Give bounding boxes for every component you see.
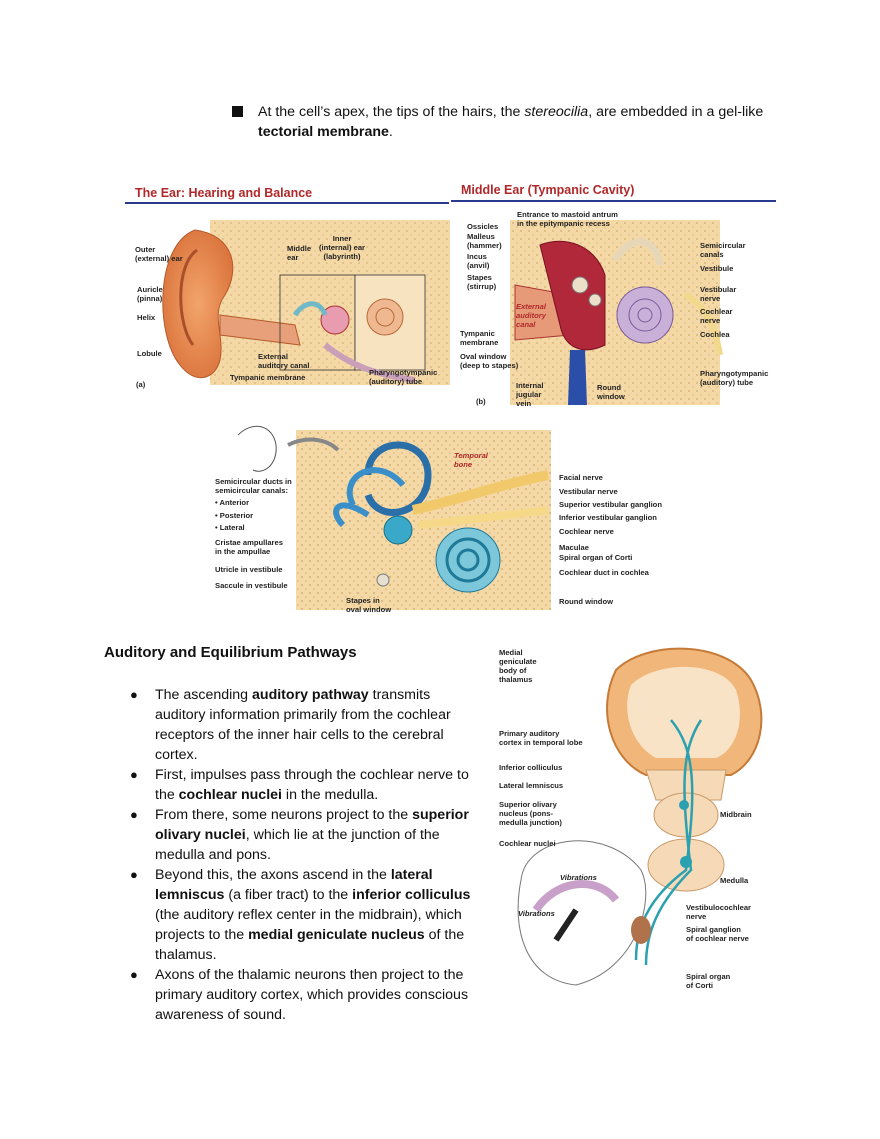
- label-facial-nerve: Facial nerve: [559, 473, 603, 482]
- label-inner-ear: Inner (internal) ear (labyrinth): [319, 234, 365, 261]
- label-cristae-ampullares: Cristae ampullares in the ampullae: [215, 538, 283, 556]
- label-outer-ear: Outer (external) ear: [135, 245, 183, 263]
- label-pharyngotympanic-tube-b: Pharyngotympanic (auditory) tube: [700, 369, 769, 387]
- label-tympanic-membrane: Tympanic membrane: [230, 373, 306, 382]
- label-lateral: • Lateral: [215, 523, 245, 532]
- label-panel-a: (a): [136, 380, 146, 389]
- list-item: From there, some neurons project to the …: [155, 807, 469, 823]
- list-item-line: projects to the medial geniculate nucleu…: [155, 927, 465, 943]
- label-saccule: Saccule in vestibule: [215, 581, 288, 590]
- bullet-dot-icon: ●: [130, 967, 138, 982]
- label-semicircular-canals: Semicircular canals: [700, 241, 746, 259]
- label-internal-jugular-vein: Internal jugular vein: [516, 381, 544, 408]
- label-cochlear-duct: Cochlear duct in cochlea: [559, 568, 649, 577]
- label-temporal-bone: Temporal bone: [454, 451, 488, 469]
- list-item-line: medulla and pons.: [155, 847, 271, 863]
- bullet-dot-icon: ●: [130, 867, 138, 882]
- label-round-window: Round window: [559, 597, 613, 606]
- figure-a-rule: [125, 202, 449, 204]
- label-ossicles: Ossicles: [467, 222, 499, 231]
- label-external-auditory-canal: External auditory canal: [258, 352, 310, 370]
- label-spiral-ganglion: Spiral ganglion of cochlear nerve: [686, 925, 749, 943]
- label-utricle: Utricle in vestibule: [215, 565, 283, 574]
- list-item-line: awareness of sound.: [155, 1007, 286, 1023]
- list-item-line: the cochlear nuclei in the medulla.: [155, 787, 379, 803]
- square-bullet-icon: [232, 106, 243, 117]
- label-cochlea: Cochlea: [700, 330, 730, 339]
- figure-b-title: Middle Ear (Tympanic Cavity): [461, 183, 635, 197]
- label-cochlear-nerve: Cochlear nerve: [559, 527, 614, 536]
- list-item-line: thalamus.: [155, 947, 217, 963]
- label-maculae: Maculae: [559, 543, 589, 552]
- label-pharyngotympanic-tube: Pharyngotympanic (auditory) tube: [369, 368, 438, 386]
- outer-ear-illustration: [162, 220, 450, 385]
- list-item-line: auditory information primarily from the …: [155, 707, 451, 723]
- label-vestibule: Vestibule: [700, 264, 734, 273]
- list-item-line: primary auditory cortex, which provides …: [155, 987, 469, 1003]
- label-panel-b: (b): [476, 397, 486, 406]
- label-incus: Incus (anvil): [467, 252, 490, 270]
- label-superior-olivary-nucleus: Superior olivary nucleus (pons- medulla …: [499, 800, 562, 827]
- label-round-window-b: Round window: [597, 383, 625, 401]
- list-item: The ascending auditory pathway transmits: [155, 687, 431, 703]
- figure-a-title: The Ear: Hearing and Balance: [135, 186, 313, 200]
- list-item-line: receptors of the inner hair cells to the…: [155, 727, 444, 743]
- label-semicircular-ducts: Semicircular ducts in semicircular canal…: [215, 477, 292, 495]
- label-oval-window: Oval window (deep to stapes): [460, 352, 519, 370]
- label-primary-auditory-cortex: Primary auditory cortex in temporal lobe: [499, 729, 583, 747]
- label-lobule: Lobule: [137, 349, 162, 358]
- list-item-line: cortex.: [155, 747, 198, 763]
- section-title: Auditory and Equilibrium Pathways: [104, 644, 357, 661]
- list-item-line: lemniscus (a fiber tract) to the inferio…: [155, 887, 471, 903]
- label-vibrations-2: Vibrations: [518, 909, 555, 918]
- label-auricle: Auricle (pinna): [137, 285, 163, 303]
- bullet-dot-icon: ●: [130, 807, 138, 822]
- label-inferior-colliculus: Inferior colliculus: [499, 763, 563, 772]
- label-cochlear-nuclei: Cochlear nuclei: [499, 839, 556, 848]
- label-external-auditory-canal-b: External auditory canal: [516, 302, 546, 329]
- list-item-line: olivary nuclei, which lie at the junctio…: [155, 827, 440, 843]
- label-lateral-lemniscus: Lateral lemniscus: [499, 781, 564, 790]
- list-item-line: (the auditory reflex center in the midbr…: [155, 907, 462, 923]
- label-tympanic-membrane-b: Tympanic membrane: [460, 329, 499, 347]
- bullet-dot-icon: ●: [130, 767, 138, 782]
- label-superior-vestibular-ganglion: Superior vestibular ganglion: [559, 500, 662, 509]
- label-spiral-organ-corti: Spiral organ of Corti: [559, 553, 633, 562]
- label-vestibulocochlear-nerve: Vestibulocochlear nerve: [686, 903, 751, 921]
- label-middle-ear: Middle ear: [287, 244, 312, 262]
- label-stapes: Stapes (stirrup): [467, 273, 497, 291]
- list-item: Axons of the thalamic neurons then proje…: [155, 967, 464, 983]
- label-vibrations-1: Vibrations: [560, 873, 597, 882]
- label-malleus: Malleus (hammer): [467, 232, 502, 250]
- figure-b-rule: [451, 200, 776, 202]
- label-inferior-vestibular-ganglion: Inferior vestibular ganglion: [559, 513, 657, 522]
- top-bullet-line1: At the cell’s apex, the tips of the hair…: [258, 104, 764, 120]
- inner-ear-illustration: [237, 425, 551, 610]
- list-item: First, impulses pass through the cochlea…: [155, 767, 469, 783]
- label-spiral-organ: Spiral organ of Corti: [686, 972, 731, 990]
- label-helix: Helix: [137, 313, 156, 322]
- label-medial-geniculate-body: Medial geniculate body of thalamus: [499, 648, 537, 684]
- label-vestibular-nerve-b: Vestibular nerve: [700, 285, 737, 303]
- label-midbrain: Midbrain: [720, 810, 752, 819]
- auditory-pathway-illustration: [517, 647, 763, 986]
- middle-ear-illustration: [510, 220, 723, 405]
- label-posterior: • Posterior: [215, 511, 254, 520]
- bullet-dot-icon: ●: [130, 687, 138, 702]
- label-stapes-oval-window: Stapes in oval window: [346, 596, 392, 614]
- top-bullet-line2: tectorial membrane.: [258, 124, 393, 140]
- label-vestibular-nerve: Vestibular nerve: [559, 487, 618, 496]
- label-medulla: Medulla: [720, 876, 749, 885]
- label-mastoid-entrance: Entrance to mastoid antrum in the epitym…: [517, 210, 618, 228]
- list-item: Beyond this, the axons ascend in the lat…: [155, 867, 433, 883]
- label-anterior: • Anterior: [215, 498, 250, 507]
- label-cochlear-nerve-b: Cochlear nerve: [700, 307, 733, 325]
